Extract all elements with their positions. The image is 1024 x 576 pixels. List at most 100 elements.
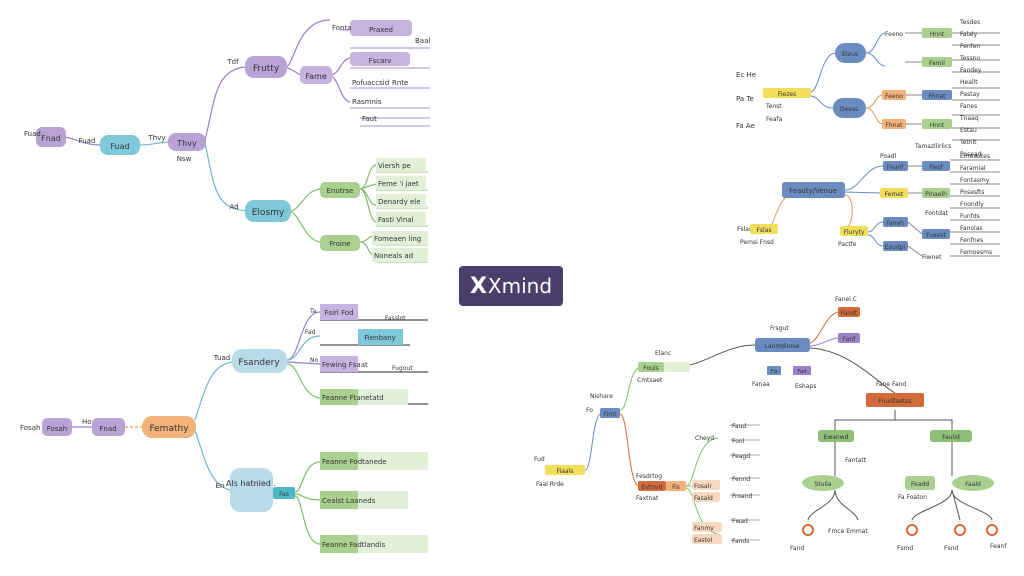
br-item-9: Froand xyxy=(732,493,753,500)
tr-leaf-3: Tessno xyxy=(959,55,980,62)
bl-center: Femathy xyxy=(149,424,189,434)
br-o1-label: Fane Fand xyxy=(876,381,906,388)
mr-leaf-8: Femoesms xyxy=(960,249,992,256)
tr-leaf-1: Falaly xyxy=(960,31,978,38)
mr-leaf-4: Fnondly xyxy=(960,201,984,208)
br-g1-label: Elanc xyxy=(655,350,671,357)
tl-n2b: Nsw xyxy=(177,155,192,163)
logo-x-mark: X xyxy=(469,273,487,299)
map-mid-right-nodes: Feauty/Venue Fslas Pemsi Fnsd Fslas Flur… xyxy=(737,143,992,261)
mr-leaf-7: Fenfnes xyxy=(960,237,983,244)
tl-b1-label: Tdf xyxy=(226,58,239,66)
br-hub-lbl-0: Nishare xyxy=(590,393,613,400)
bl-b1-lbl-2: No xyxy=(310,357,318,364)
mr-yellow: Fluryty xyxy=(844,229,865,236)
tr-g2: Famil xyxy=(929,60,945,67)
tl-n1-label: Fuad xyxy=(79,137,96,145)
tr-o2: Fhnat xyxy=(928,93,946,100)
br-item-8: Fennd xyxy=(732,476,750,483)
tl-n2-label: Thvy xyxy=(148,134,166,142)
tr-leaf-2: Fenfen xyxy=(960,43,980,50)
br-leaf-label-4: Feanf xyxy=(990,543,1007,550)
bl-b1-item-0: Fsirl Fod xyxy=(324,309,353,317)
map-bottom-left xyxy=(72,311,428,545)
tr-sub-0: Tenst xyxy=(765,103,782,110)
tl-b2-label: Ad xyxy=(229,203,238,211)
mr-node-3: Fiwnet xyxy=(922,254,942,261)
tl-n0-label: Fuad xyxy=(24,130,41,138)
br-leaf-label-0: Fand xyxy=(790,545,804,552)
br-b1: Lanmdlonie xyxy=(765,343,800,350)
br-r1: Fandt xyxy=(841,310,858,317)
br-r2: Fanf xyxy=(843,336,856,343)
bl-n1-label: Ho xyxy=(82,418,92,426)
br-tree-top: Fa Foaton xyxy=(898,494,927,501)
bl-b1: Fsandery xyxy=(238,358,280,368)
map-top-left-nodes: Fnad Fuad Fuad Fuad Thvy Thvy Nsw Frutty… xyxy=(24,20,430,262)
br-root-sub: Faal Rrde xyxy=(536,481,564,488)
bl-b2-item-0: Feanne Fodtanede xyxy=(322,458,387,466)
br-g1: Fouls xyxy=(643,365,659,372)
tl-g-item-0: Viersh pe xyxy=(378,162,411,170)
bl-b1-note-2: Fugout xyxy=(392,365,413,372)
mr-node-0: Fiesf xyxy=(929,164,943,171)
bl-root: Fosah xyxy=(47,425,67,433)
tl-n1-node: Fuad xyxy=(110,142,129,151)
bl-b2-label: En xyxy=(216,482,225,490)
tl-c2-item-0: Fonta xyxy=(332,24,352,32)
br-rust-label: Fesdrtog xyxy=(636,473,662,480)
tl-g-item-4: Fomeaen ling xyxy=(374,235,421,243)
logo-text: Xmind xyxy=(487,274,553,298)
mr-top-lbl-0: Tamazllirlics xyxy=(914,143,951,150)
mr-center: Feauty/Venue xyxy=(789,187,837,195)
map-top-right-nodes: Ec He Pa Te Fa Ae Fiezes Tenst Feafa Ele… xyxy=(736,19,982,158)
mr-n-1: Femet xyxy=(885,191,904,198)
br-b1-sub-1: Fad xyxy=(798,369,807,375)
br-hub: Fimt xyxy=(604,411,618,418)
mr-leaf-1: Faramial xyxy=(960,165,986,172)
tr-leaf-9: Estau xyxy=(960,127,977,134)
bl-b1-lbl-0: Ta xyxy=(309,308,317,315)
br-root-label: Fud xyxy=(534,456,545,463)
tr-blue2: Desas xyxy=(840,106,858,113)
bl-b2-item-1: Cealst Laaneds xyxy=(322,497,376,505)
tr-leaf-8: Tnaaq xyxy=(959,115,979,122)
br-r-lbl-0: Fanel C xyxy=(835,296,857,303)
tl-g-item-1: Feme 'i jaet xyxy=(378,180,419,188)
bl-b1-label: Tuad xyxy=(213,354,230,362)
br-o1: Fnudfaetes xyxy=(878,398,912,405)
br-item-3: Fanmy xyxy=(694,525,714,532)
tl-g-item-3: Fasti Vinal xyxy=(378,216,414,224)
br-tree-rl: Feadd xyxy=(911,481,929,488)
br-tree-r: Faulid xyxy=(942,434,960,441)
mr-leaf-6: Fanolas xyxy=(960,225,983,232)
br-tree-note: Fantatt xyxy=(845,457,867,464)
br-leaf-circle xyxy=(906,524,918,536)
bl-b1-item-3: Feanne Ftanetatd xyxy=(322,394,384,402)
br-b1-sub-0: Fls xyxy=(771,369,778,375)
mr-left-sub: Pemsi Fnsd xyxy=(740,239,774,246)
mr-n-2: Faneh xyxy=(886,220,904,227)
mr-node-1: Pinaelh xyxy=(925,191,947,198)
tr-leaf-0: Tesdes xyxy=(959,19,980,26)
br-b1-note-0: Fanaa xyxy=(752,381,770,388)
mr-top-lbl-1: Poadl xyxy=(880,153,897,160)
br-tree-l: Ewanwd xyxy=(824,434,849,441)
br-rust: Evtnvd xyxy=(642,484,663,491)
mr-left: Fslas xyxy=(737,226,752,233)
tl-g-item-5: Noneals ad xyxy=(374,252,413,260)
tr-o1-label: Feeno xyxy=(885,31,903,38)
map-bottom-left-nodes: Fosah Fosah Ho Fnad Femathy Tuad Fsander… xyxy=(20,304,428,553)
tl-c1-item-1: Fscarv xyxy=(369,57,392,65)
br-g1-sub: Cmtsaet xyxy=(637,377,663,384)
br-leaf-label-1: Fmce Emmat xyxy=(828,528,868,535)
br-item-4: Eastol xyxy=(694,537,713,544)
br-b1-label: Frsgut xyxy=(770,325,789,332)
tl-b2-node: Elosmy xyxy=(252,208,285,218)
tr-g3: Hnnt xyxy=(930,122,945,129)
br-item-2: Fasald xyxy=(694,495,713,502)
mr-yellow-sub: Pactfe xyxy=(838,241,857,248)
mr-leaf-0: Emeautes xyxy=(960,153,990,160)
tl-b1-node: Frutty xyxy=(253,64,280,74)
